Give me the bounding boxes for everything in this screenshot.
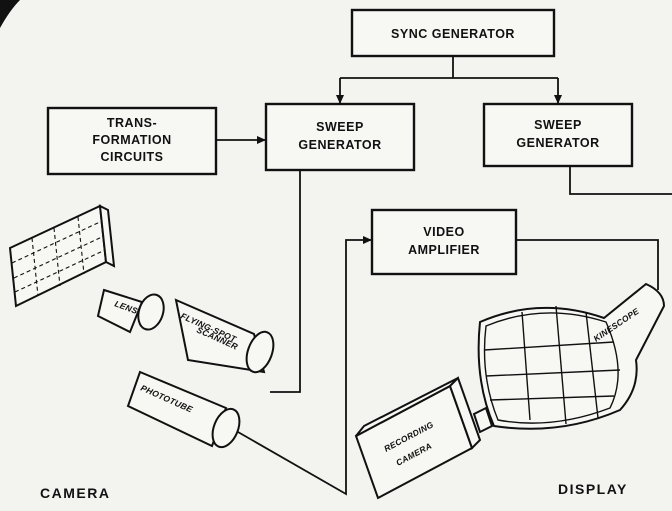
kinescope-device: KINESCOPE <box>477 282 666 430</box>
recording-camera-device: RECORDING CAMERA <box>354 376 494 500</box>
connections <box>216 56 672 496</box>
transformation-label-1: TRANS- <box>107 116 157 130</box>
sweep-left-label-2: GENERATOR <box>298 138 381 152</box>
sweep-right-label-1: SWEEP <box>534 118 582 132</box>
corner-mark <box>0 0 20 28</box>
display-section-label: DISPLAY <box>558 481 628 497</box>
sweep-generator-right-block: SWEEP GENERATOR <box>482 102 634 168</box>
camera-section-label: CAMERA <box>40 485 110 501</box>
sweep-right-label-2: GENERATOR <box>516 136 599 150</box>
lens-device: LENS <box>96 288 165 334</box>
video-label-2: AMPLIFIER <box>408 243 480 257</box>
test-chart-grid <box>8 204 116 308</box>
sweep-left-label-1: SWEEP <box>316 120 364 134</box>
phototube-device: PHOTOTUBE <box>126 370 241 449</box>
transformation-circuits-block: TRANS- FORMATION CIRCUITS <box>46 106 218 176</box>
sync-generator-block: SYNC GENERATOR <box>350 8 556 58</box>
sync-generator-label: SYNC GENERATOR <box>391 27 515 41</box>
sweep-generator-left-block: SWEEP GENERATOR <box>264 102 416 172</box>
flying-spot-scanner: FLYING-SPOT SCANNER <box>174 298 275 374</box>
video-label-1: VIDEO <box>423 225 464 239</box>
transformation-label-2: FORMATION <box>92 133 171 147</box>
video-amplifier-block: VIDEO AMPLIFIER <box>370 208 518 276</box>
transformation-label-3: CIRCUITS <box>100 150 163 164</box>
